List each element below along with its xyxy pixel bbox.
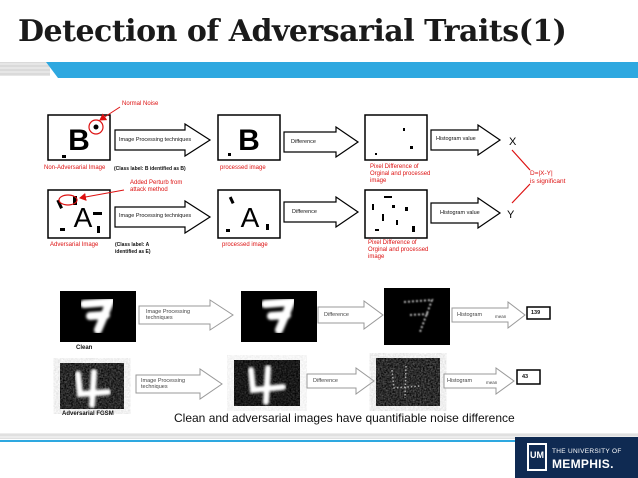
processing-arrow-row2-label: Image Processing techniques: [119, 213, 192, 219]
adversarial-mean-label: mean: [486, 380, 498, 385]
noise-highlight-circle: [88, 119, 104, 135]
header-band: [0, 62, 638, 78]
detection-diagram: B B X A: [47, 106, 531, 239]
university-logo-letters: UM: [530, 450, 544, 460]
clean-input-image: B: [47, 114, 111, 161]
adversarial-difference-arrow: [306, 367, 375, 395]
example-panel: [60, 288, 551, 409]
normal-noise-label: Normal Noise: [122, 101, 159, 107]
pixel-diff-row1-label: Pixel Difference of Orginal and processe…: [370, 164, 431, 184]
difference-arrow-row2: [283, 195, 360, 229]
clean-histogram-arrow: [451, 300, 526, 330]
adversarial-histogram-arrow: [443, 367, 515, 395]
clean-processing-arrow-label: Image Processing techniques: [146, 309, 191, 321]
histogram-arrow-row2: [430, 196, 502, 230]
output-y: Y: [507, 209, 515, 221]
adversarial-difference-arrow-label: Difference: [313, 378, 338, 384]
output-x: X: [509, 136, 517, 148]
adversarial-fgsm-label: Adversarial FGSM: [62, 411, 114, 417]
slide-title: Detection of Adversarial Traits(1): [18, 14, 567, 49]
adversarial-processed-image: [234, 360, 300, 406]
adversarial-histogram-arrow-label: Histogram: [447, 378, 473, 384]
adversarial-input-image: A: [47, 189, 111, 239]
clean-mean-value: 139: [531, 310, 541, 316]
clean-difference-arrow-label: Difference: [324, 312, 349, 318]
processing-arrow-row1-label: Image Processing techniques: [119, 137, 192, 143]
clean-processing-arrow: [138, 299, 234, 331]
adversarial-processing-arrow: [135, 368, 223, 400]
clean-difference-arrow: [317, 300, 384, 330]
decision-label: D=|X-Y| is significant: [530, 170, 566, 185]
processing-arrow-row1: [114, 122, 212, 158]
difference-arrow-row1-label: Difference: [291, 139, 316, 145]
histogram-arrow-row1-label: Histogram value: [436, 136, 476, 142]
processed-image-row2: A: [217, 189, 281, 239]
processed-image-row1-label: processed image: [220, 165, 266, 171]
pixel-diff-image-row2: [364, 189, 428, 239]
clean-digit-image: [60, 291, 136, 342]
clean-label: Clean: [76, 345, 93, 351]
histogram-arrow-row2-label: Histogram value: [440, 210, 480, 216]
clean-processed-image: [241, 291, 317, 342]
clean-difference-image: [384, 288, 450, 345]
footer-hatch: [0, 433, 638, 439]
non-adversarial-image-label: Non-Adversarial Image: [44, 165, 106, 171]
added-perturb-label: Added Perturb from attack method: [130, 180, 183, 193]
header-hatch-left: [0, 62, 50, 76]
pixel-diff-row2-label: Pixel Difference of Orginal and processe…: [368, 240, 429, 260]
figure-caption: Clean and adversarial images have quanti…: [174, 411, 515, 425]
clean-histogram-arrow-label: Histogram: [457, 312, 483, 318]
university-wordmark: THE UNIVERSITY OF MEMPHIS.: [552, 448, 622, 471]
adversarial-digit-image: [60, 363, 124, 409]
clean-mean-box: [526, 306, 551, 320]
svg-text:B: B: [238, 124, 260, 157]
normal-noise-pointer: [99, 106, 121, 121]
processed-image-row1: B: [217, 114, 281, 161]
svg-text:A: A: [241, 202, 260, 233]
processing-arrow-row2: [114, 199, 212, 235]
clean-mean-label: mean: [495, 314, 507, 319]
adversarial-image-label: Adversarial Image: [50, 242, 99, 248]
connector-y: [511, 183, 531, 204]
difference-arrow-row1: [283, 125, 360, 159]
connector-x: [511, 149, 531, 171]
footer-blue-line: [0, 440, 638, 442]
processed-image-row2-label: processed image: [222, 242, 268, 248]
svg-text:A: A: [74, 202, 93, 233]
adversarial-mean-box: [516, 369, 541, 385]
pixel-diff-image-row1: [364, 114, 428, 161]
adversarial-processing-arrow-label: Image Processing techniques: [141, 378, 186, 390]
adversarial-difference-image: [376, 358, 440, 406]
adversarial-mean-value: 43: [522, 374, 529, 380]
header-blue-bar: [46, 62, 638, 78]
perturb-pointer: [79, 189, 125, 201]
difference-arrow-row2-label: Difference: [292, 209, 317, 215]
svg-text:B: B: [68, 124, 90, 157]
footer-band: [0, 433, 638, 478]
class-label-row1: (Class label: B identified as B): [114, 166, 186, 172]
histogram-arrow-row1: [430, 123, 502, 157]
perturb-highlight-circle: [58, 194, 78, 206]
class-label-row2: (Class label: A identified as E): [115, 242, 151, 255]
